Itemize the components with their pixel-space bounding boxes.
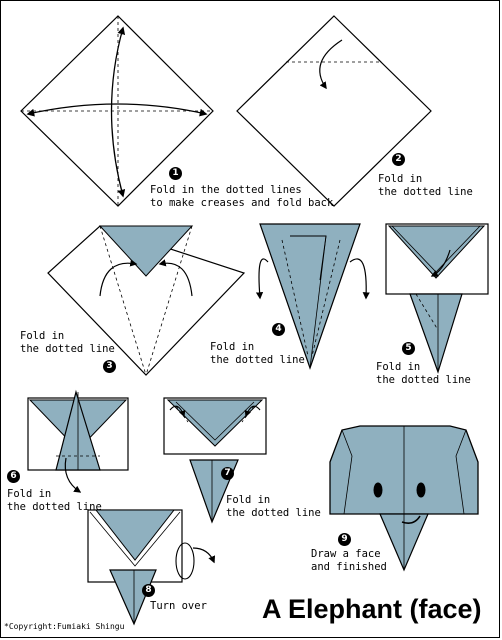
step-3-label: Fold in the dotted line: [20, 330, 115, 355]
right-eye: [416, 482, 426, 498]
step-4-label: Fold in the dotted line: [210, 341, 305, 366]
copyright-text: *Copyright:Fumiaki Shingu: [4, 622, 125, 631]
step-9-number: 9: [338, 533, 351, 546]
step-2-figure: [236, 15, 432, 207]
step-3-figure: [47, 225, 246, 376]
left-eye: [373, 482, 383, 498]
step-4-number: 4: [272, 323, 285, 336]
step-1-label: Fold in the dotted lines to make creases…: [150, 184, 334, 209]
step-8-number: 8: [142, 584, 155, 597]
step-8-label: Turn over: [150, 600, 207, 612]
step-9-label: Draw a face and finished: [311, 548, 387, 573]
step-9-figure: [329, 425, 479, 572]
step-5-label: Fold in the dotted line: [376, 361, 471, 386]
step-3-number: 3: [103, 360, 116, 373]
step-1-figure: [20, 15, 214, 207]
step-6-number: 6: [7, 470, 20, 483]
mouth: [401, 515, 421, 524]
step-2-number: 2: [392, 153, 405, 166]
step-5-number: 5: [402, 342, 415, 355]
step-4-figure: [255, 223, 370, 370]
step-7-number: 7: [221, 467, 234, 480]
step-7-label: Fold in the dotted line: [226, 494, 321, 519]
step-2-label: Fold in the dotted line: [378, 173, 473, 198]
step-1-number: 1: [169, 167, 182, 180]
step-8-figure: [87, 509, 216, 626]
step-6-figure: [27, 389, 129, 493]
page-title: A Elephant (face): [262, 594, 482, 624]
step-7-figure: [163, 397, 267, 524]
step-6-label: Fold in the dotted line: [7, 488, 102, 513]
step-5-figure: [385, 223, 489, 374]
